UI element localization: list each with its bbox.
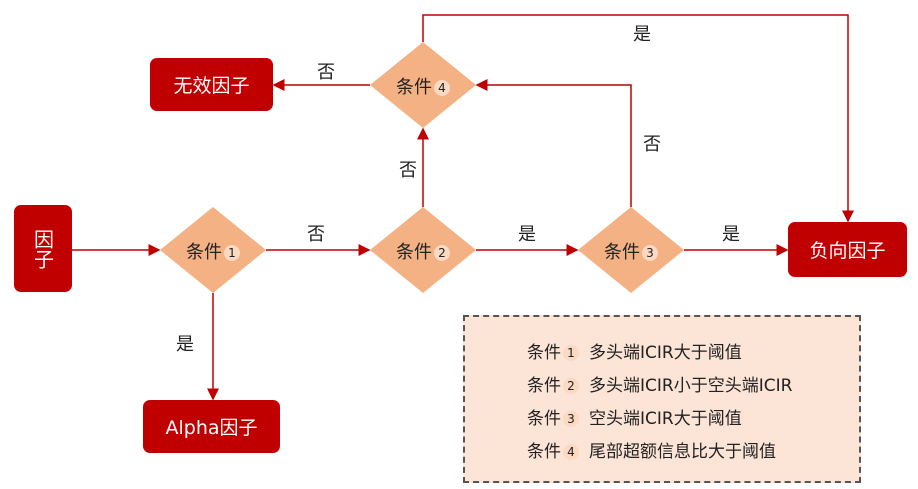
legend-number: 1 [563,345,579,361]
diamond-c3 [578,207,684,293]
condition-number: 4 [434,80,450,96]
diamond-c4 [370,42,476,128]
edge-label-c3-no: 否 [643,134,661,155]
edge-label-c1-yes: 是 [176,334,194,355]
legend-label: 条件 [527,343,561,363]
legend-desc: 多头端ICIR小于空头端ICIR [589,376,793,396]
edge-label-c2-no: 否 [399,160,417,181]
legend-number: 4 [563,444,579,460]
legend-desc: 尾部超额信息比大于阈值 [589,442,776,462]
condition-number: 1 [224,245,240,261]
condition-text: 条件 [396,242,432,263]
legend-label: 条件 [527,442,561,462]
edge-label-c3-yes: 是 [722,224,740,245]
legend-desc: 多头端ICIR大于阈值 [589,343,742,363]
condition-text: 条件 [604,242,640,263]
legend-label: 条件 [527,409,561,429]
legend-number: 2 [563,378,579,394]
arrow-c4-negative [422,14,854,223]
edge-label-c1-no: 否 [307,224,325,245]
legend-number: 3 [563,411,579,427]
diamond-c2 [370,207,476,293]
invalid-factor-node: 无效因子 [150,58,273,111]
condition-number: 2 [434,245,450,261]
legend-desc: 空头端ICIR大于阈值 [589,409,742,429]
condition-text: 条件 [396,77,432,98]
legend-label: 条件 [527,376,561,396]
arrow-c3-c4 [475,79,632,207]
edge-label-c2-yes: 是 [518,224,536,245]
alpha-factor-node: Alpha因子 [143,400,280,453]
negative-factor-node: 负向因子 [788,222,907,277]
diamond-c1 [160,207,266,293]
start-node: 因子 [14,205,72,292]
condition-number: 3 [642,245,658,261]
condition-text: 条件 [186,242,222,263]
edge-label-c4-no: 否 [317,62,335,83]
edge-label-c4-yes: 是 [633,24,651,45]
